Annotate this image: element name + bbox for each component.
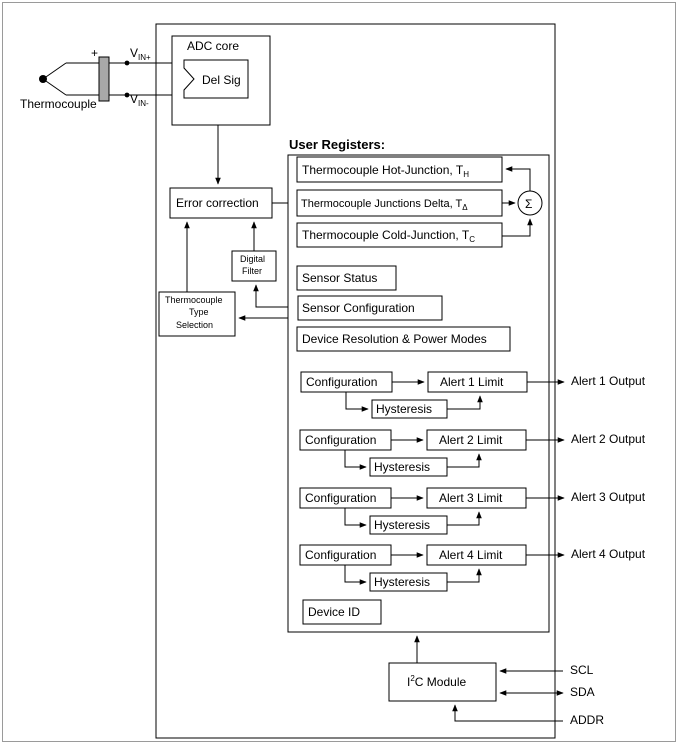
hot-junction-register	[296, 156, 503, 183]
alert-3-output-label: Alert 3 Output	[571, 490, 646, 504]
tc-type-label-2: Type	[189, 307, 209, 317]
connector-block	[98, 56, 110, 102]
sensor-status-label: Sensor Status	[302, 271, 377, 285]
tc-type-selection-box	[158, 291, 236, 337]
tc-type-label-1: Thermocouple	[165, 295, 223, 305]
alert-2-group: Configuration Alert 2 Limit Hysteresis A…	[299, 429, 646, 477]
alert-4-group: Configuration Alert 4 Limit Hysteresis A…	[299, 544, 646, 592]
alert-4-config-label: Configuration	[305, 548, 376, 562]
user-registers-title: User Registers:	[289, 137, 385, 152]
digital-filter-box	[231, 250, 277, 282]
adc-core-label: ADC core	[187, 39, 239, 53]
alert-1-output-label: Alert 1 Output	[571, 374, 646, 388]
digital-filter-label-1: Digital	[240, 254, 265, 264]
delta-register	[296, 189, 503, 217]
arrow-sigma-to-hot	[505, 166, 531, 191]
cold-junction-label: Thermocouple Cold-Junction, TC	[302, 228, 475, 244]
digital-filter-label-2: Filter	[242, 266, 262, 276]
scl-label: SCL	[570, 663, 594, 677]
alert-4-limit-label: Alert 4 Limit	[439, 548, 503, 562]
error-correction-label: Error correction	[176, 196, 259, 210]
alert-1-config-label: Configuration	[306, 375, 377, 389]
addr-line	[452, 704, 563, 722]
delsig-block	[183, 59, 249, 99]
hot-junction-label: Thermocouple Hot-Junction, TH	[302, 163, 469, 179]
alert-3-group: Configuration Alert 3 Limit Hysteresis A…	[299, 487, 646, 535]
sensor-config-label: Sensor Configuration	[302, 301, 415, 315]
vin-neg-label: VIN-	[130, 92, 149, 108]
alert-3-hysteresis-label: Hysteresis	[374, 518, 430, 532]
plus-label: +	[91, 46, 98, 60]
thermocouple-label: Thermocouple	[20, 97, 97, 111]
device-id-register	[302, 599, 382, 625]
device-id-label: Device ID	[308, 605, 360, 619]
alert-3-limit-label: Alert 3 Limit	[439, 491, 503, 505]
alert-2-config-label: Configuration	[305, 433, 376, 447]
i2c-module-label: I2C Module	[407, 674, 466, 689]
delta-label: Thermocouple Junctions Delta, TΔ	[301, 198, 468, 212]
arrow-config-to-filter	[253, 284, 298, 308]
cold-junction-register	[296, 222, 503, 248]
sigma-symbol: Σ	[525, 197, 532, 211]
arrow-cold-to-sigma	[502, 218, 533, 237]
delsig-label: Del Sig	[202, 73, 241, 87]
i2c-module-box	[388, 662, 497, 702]
alert-1-group: Configuration Alert 1 Limit Hysteresis A…	[300, 371, 646, 419]
alert-1-limit-label: Alert 1 Limit	[440, 375, 504, 389]
device-resolution-label: Device Resolution & Power Modes	[302, 332, 487, 346]
alert-4-output-label: Alert 4 Output	[571, 547, 646, 561]
addr-label: ADDR	[570, 713, 604, 727]
alert-3-config-label: Configuration	[305, 491, 376, 505]
alert-4-hysteresis-label: Hysteresis	[374, 575, 430, 589]
alert-1-hysteresis-label: Hysteresis	[376, 402, 432, 416]
error-correction-box	[169, 187, 273, 219]
device-resolution-register	[296, 326, 511, 352]
alert-2-hysteresis-label: Hysteresis	[374, 460, 430, 474]
sensor-config-register	[297, 295, 443, 321]
vin-pos-label: VIN+	[130, 46, 151, 62]
alert-2-limit-label: Alert 2 Limit	[439, 433, 503, 447]
alert-2-output-label: Alert 2 Output	[571, 432, 646, 446]
tc-type-label-3: Selection	[176, 320, 213, 330]
sensor-status-register	[296, 265, 397, 291]
sda-label: SDA	[570, 685, 595, 699]
